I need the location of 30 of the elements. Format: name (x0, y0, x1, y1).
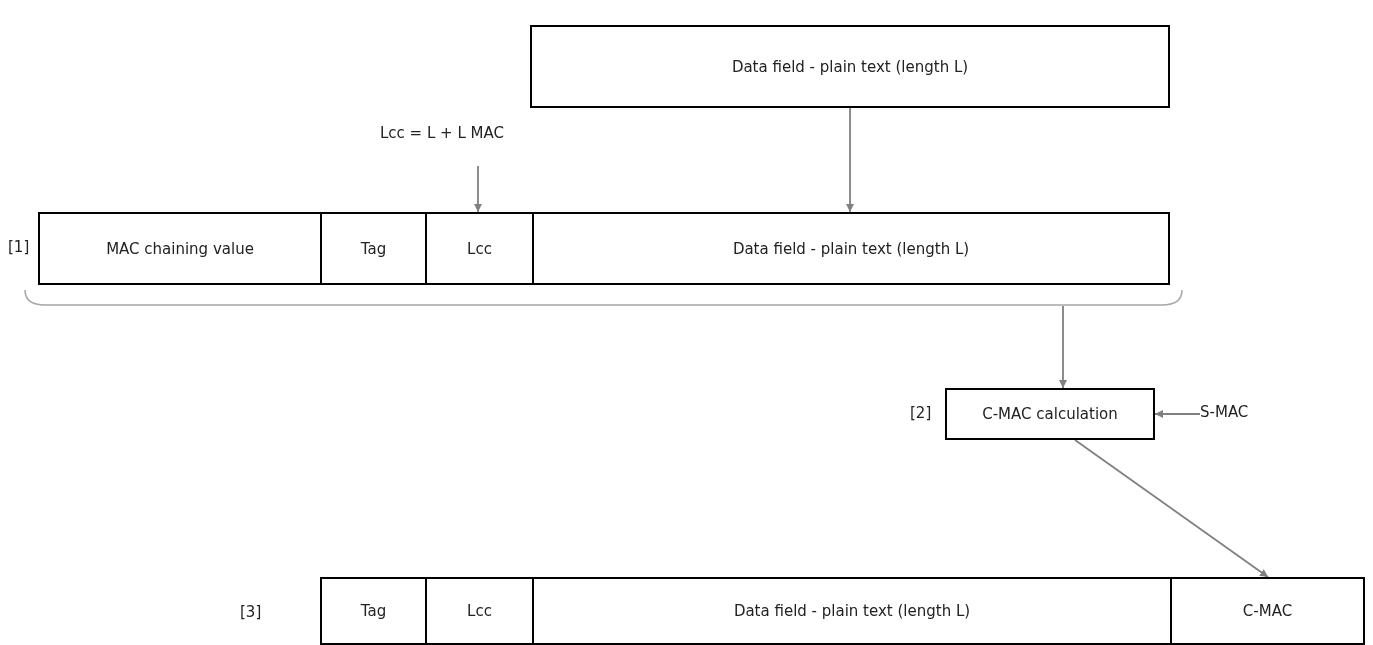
field-cell (425, 577, 534, 645)
field-label: Tag (360, 602, 387, 620)
arrow (846, 107, 854, 213)
arrow (1154, 410, 1201, 418)
row-number: [1] (8, 238, 30, 256)
field-label: Lcc (467, 239, 492, 258)
field-label: Data field - plain text (length L) (733, 602, 971, 620)
field-cell (530, 25, 1170, 108)
field-label: Data field - plain text (length L) (731, 57, 969, 76)
field-cell (425, 212, 534, 285)
annotation-text: Lcc = L + L MAC (380, 124, 504, 142)
arrow (474, 165, 482, 213)
process-box (945, 388, 1155, 440)
field-cell (320, 212, 427, 285)
field-cell (1170, 577, 1365, 645)
row-number: [3] (240, 603, 262, 621)
arrow (1074, 439, 1269, 578)
field-label: Tag (360, 239, 387, 258)
field-label: C-MAC (1242, 602, 1293, 620)
field-cell (532, 212, 1170, 285)
arrow (1059, 305, 1067, 389)
field-label: C-MAC calculation (982, 405, 1118, 423)
field-label: MAC chaining value (106, 239, 254, 258)
field-cell (38, 212, 322, 285)
annotation-text: S-MAC (1200, 403, 1249, 421)
row-number: [2] (910, 404, 932, 422)
field-label: Data field - plain text (length L) (732, 239, 970, 258)
field-cell (532, 577, 1172, 645)
field-label: Lcc (467, 602, 492, 620)
field-cell (320, 577, 427, 645)
